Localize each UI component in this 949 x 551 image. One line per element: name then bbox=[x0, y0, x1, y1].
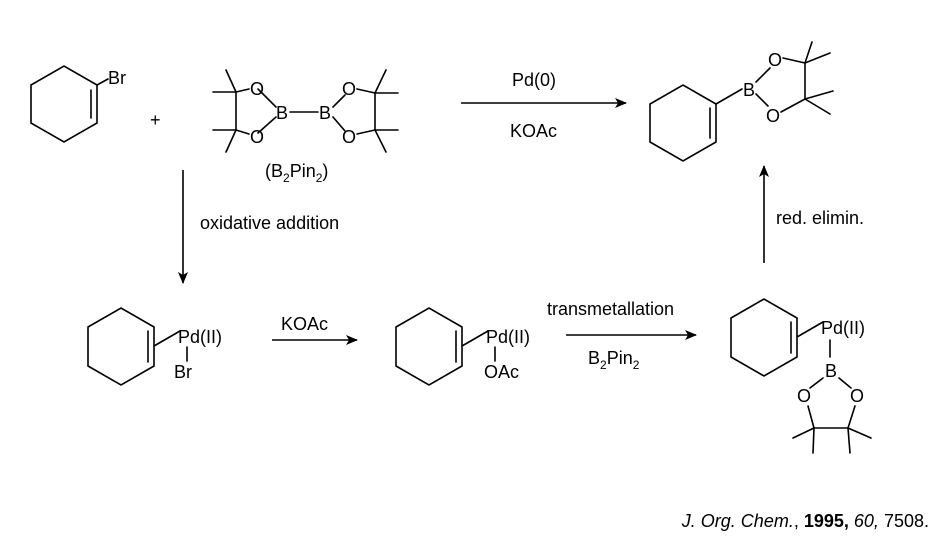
oxygen-atom: O bbox=[342, 127, 356, 147]
bond bbox=[332, 116, 346, 132]
cyclohexene-ring bbox=[395, 307, 463, 386]
cyclohexene-ring bbox=[649, 84, 717, 162]
boron-atom: B bbox=[276, 103, 288, 123]
transmetallation-reagent: B2Pin2 bbox=[588, 348, 640, 372]
oxidative-addition-label: oxidative addition bbox=[200, 213, 339, 233]
palladium-center: Pd(II) bbox=[178, 327, 222, 347]
bond bbox=[235, 129, 250, 135]
product-vinyl-bpin-structure: B O O bbox=[649, 41, 834, 162]
oxygen-atom: O bbox=[850, 386, 864, 406]
oxygen-atom: O bbox=[250, 79, 264, 99]
bond bbox=[356, 88, 376, 94]
methyl bbox=[374, 69, 387, 94]
b-o-bond bbox=[755, 67, 771, 83]
bond bbox=[332, 94, 346, 108]
methyl bbox=[804, 98, 831, 115]
koac-exchange-label: KOAc bbox=[281, 314, 328, 334]
methyl bbox=[812, 427, 815, 454]
bond bbox=[782, 57, 806, 64]
methyl bbox=[804, 90, 834, 100]
methyl bbox=[225, 69, 237, 93]
methyl bbox=[847, 427, 872, 439]
bond bbox=[356, 129, 376, 135]
cyclohexene-ring bbox=[87, 307, 155, 386]
oxygen-atom: O bbox=[768, 50, 782, 70]
methyl bbox=[804, 52, 831, 64]
bond bbox=[807, 405, 815, 429]
methyl bbox=[847, 427, 851, 454]
b-o-bond bbox=[838, 377, 852, 389]
b2pin2-structure: O O B B O O bbox=[212, 69, 399, 153]
palladium-center: Pd(II) bbox=[486, 327, 530, 347]
cyclohexene-ring bbox=[30, 65, 98, 143]
cyclohexene-ring bbox=[730, 298, 798, 377]
pd0-reagent: Pd(0) bbox=[512, 70, 556, 90]
bromocyclohexene-structure: Br bbox=[30, 65, 126, 143]
bromine-atom: Br bbox=[174, 362, 192, 382]
c-pd-bond bbox=[796, 321, 824, 338]
methyl bbox=[804, 41, 813, 64]
bond bbox=[257, 116, 277, 134]
b-o-bond bbox=[755, 93, 769, 107]
b2pin2-label: (B2Pin2) bbox=[265, 161, 328, 185]
bond bbox=[235, 88, 250, 93]
methyl bbox=[374, 129, 387, 153]
methyl bbox=[792, 427, 815, 439]
bond bbox=[257, 88, 277, 108]
koac-base-top: KOAc bbox=[510, 121, 557, 141]
bond bbox=[780, 98, 806, 113]
oxygen-atom: O bbox=[342, 79, 356, 99]
c-b-bond bbox=[715, 88, 743, 105]
oxygen-atom: O bbox=[250, 127, 264, 147]
b-o-bond bbox=[809, 377, 824, 389]
bromine-atom: Br bbox=[108, 68, 126, 88]
boron-atom: B bbox=[743, 80, 755, 100]
literature-citation: J. Org. Chem., 1995, 60, 7508. bbox=[681, 511, 929, 531]
pd-bromide-complex-structure: Pd(II) Br bbox=[87, 307, 222, 386]
pd-boryl-complex-structure: Pd(II) B O O bbox=[730, 298, 872, 454]
pd-acetate-complex-structure: Pd(II) OAc bbox=[395, 307, 530, 386]
acetate-group: OAc bbox=[484, 362, 519, 382]
reductive-elimination-label: red. elimin. bbox=[776, 208, 864, 228]
boron-atom: B bbox=[319, 103, 331, 123]
methyl bbox=[225, 129, 237, 153]
oxygen-atom: O bbox=[766, 106, 780, 126]
c-pd-bond bbox=[153, 330, 181, 347]
palladium-center: Pd(II) bbox=[821, 318, 865, 338]
bond bbox=[847, 405, 856, 429]
c-br-bond bbox=[96, 78, 109, 86]
c-pd-bond bbox=[461, 330, 489, 347]
oxygen-atom: O bbox=[797, 386, 811, 406]
transmetallation-label: transmetallation bbox=[547, 299, 674, 319]
boron-atom: B bbox=[825, 361, 837, 381]
plus-sign: + bbox=[150, 110, 161, 130]
